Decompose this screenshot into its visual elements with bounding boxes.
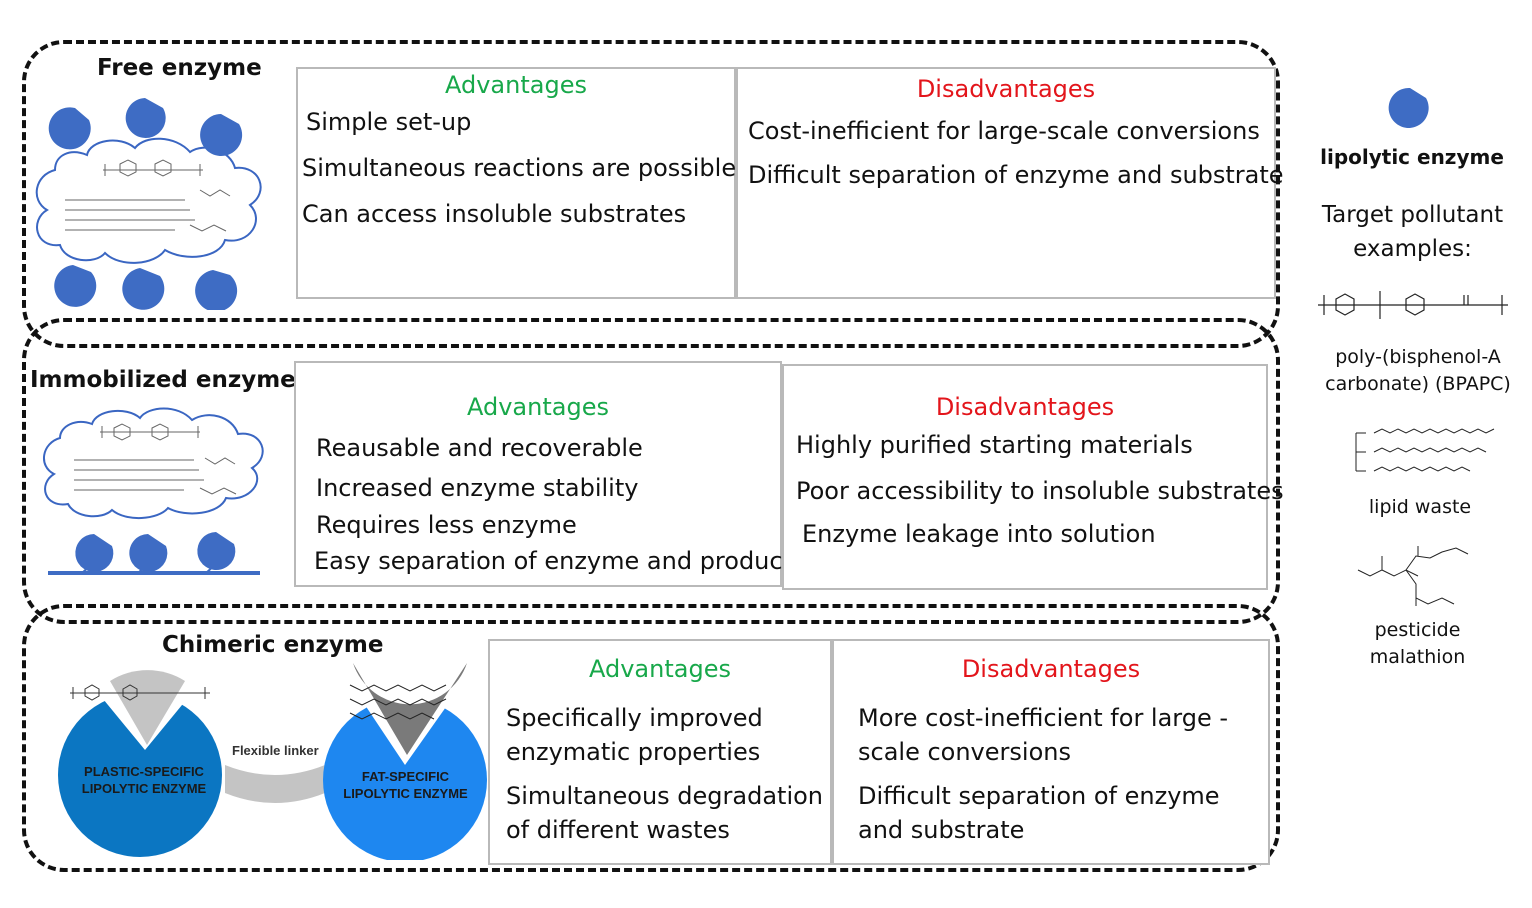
enzyme-icon <box>48 107 91 150</box>
lipolytic-enzyme-label: lipolytic enzyme <box>1320 145 1504 169</box>
free-advantages-box: Advantages Simple set-up Simultaneous re… <box>296 67 736 299</box>
fat-enzyme-label: FAT-SPECIFIC LIPOLYTIC ENZYME <box>343 769 468 801</box>
free-disadvantages-box: Disadvantages Cost-inefficient for large… <box>736 67 1284 299</box>
immobilized-enzyme-title: Immobilized enzyme <box>30 367 296 393</box>
enzyme-icon <box>125 98 166 138</box>
immobilized-advantages-box: Advantages Reausable and recoverable Inc… <box>294 361 792 587</box>
immobilized-advantage-item: Reausable and recoverable <box>316 434 643 462</box>
enzyme-icon <box>200 114 243 156</box>
free-enzyme-panel <box>22 40 1280 348</box>
plastic-enzyme-label: PLASTIC-SPECIFIC LIPOLYTIC ENZYME <box>81 764 207 796</box>
free-advantages-title: Advantages <box>445 71 587 99</box>
bpapc-structure <box>1318 291 1508 319</box>
free-disadvantages-title: Disadvantages <box>916 75 1096 103</box>
free-disadvantage-item: Cost-inefficient for large-scale convers… <box>748 117 1260 145</box>
pollutant-label: poly-(bisphenol-A carbonate) (BPAPC) <box>1325 346 1511 395</box>
pollutant-label: lipid waste <box>1368 496 1472 518</box>
target-pollutants-title: Target pollutant examples: <box>1321 202 1504 262</box>
free-disadvantage-item: Difficult separation of enzyme and subst… <box>748 161 1284 189</box>
chimeric-advantages-title: Advantages <box>589 655 731 683</box>
enzyme-icon <box>54 265 97 307</box>
chimeric-disadvantages-box: Disadvantages More cost-inefficient for … <box>832 639 1270 865</box>
immobilized-advantages-title: Advantages <box>467 393 609 421</box>
chimeric-advantage-item: Simultaneous degradation of different wa… <box>506 782 824 844</box>
free-advantage-item: Simple set-up <box>306 108 472 136</box>
chimeric-enzyme-illustration <box>58 663 487 860</box>
linker-label: Flexible linker <box>232 743 319 758</box>
lipid-waste-structure <box>1355 428 1495 472</box>
chimeric-enzyme-title: Chimeric enzyme <box>162 632 384 658</box>
lipolytic-enzyme-icon <box>1388 87 1429 128</box>
immobilized-disadvantages-box: Disadvantages Highly purified starting m… <box>782 364 1284 590</box>
flexible-linker <box>225 765 325 803</box>
immobilized-enzyme-illustration <box>43 407 264 575</box>
free-advantage-item: Simultaneous reactions are possible <box>302 154 737 182</box>
immobilized-disadvantages-title: Disadvantages <box>935 393 1115 421</box>
chimeric-disadvantages-title: Disadvantages <box>961 655 1141 683</box>
chimeric-disadvantage-item: Difficult separation of enzyme and subst… <box>858 782 1220 844</box>
enzyme-icon <box>122 268 165 310</box>
immobilized-disadvantage-item: Highly purified starting materials <box>796 431 1193 459</box>
enzyme-icon <box>129 534 168 572</box>
chimeric-disadvantage-item: More cost-inefficient for large -scale c… <box>858 704 1229 766</box>
pollutant-label: pesticide malathion <box>1369 619 1466 668</box>
immobilized-advantage-item: Requires less enzyme <box>316 511 577 539</box>
immobilized-advantage-item: Easy separation of enzyme and product <box>314 547 792 575</box>
chimeric-enzyme-panel <box>22 604 1280 872</box>
enzyme-icon <box>197 532 236 570</box>
immobilized-advantage-item: Increased enzyme stability <box>316 474 639 502</box>
chimeric-advantages-box: Advantages Specifically improved enzymat… <box>488 639 832 865</box>
chimeric-advantage-item: Specifically improved enzymatic properti… <box>506 704 763 766</box>
enzyme-icon <box>75 534 114 572</box>
immobilized-enzyme-panel <box>22 318 1280 624</box>
malathion-structure <box>1357 546 1469 606</box>
enzyme-icon <box>195 270 238 310</box>
immobilized-disadvantage-item: Poor accessibility to insoluble substrat… <box>796 477 1284 505</box>
free-enzyme-title: Free enzyme <box>97 55 262 81</box>
free-advantage-item: Can access insoluble substrates <box>302 200 687 228</box>
plastic-enzyme-body <box>58 693 222 857</box>
immobilized-disadvantage-item: Enzyme leakage into solution <box>802 520 1156 548</box>
fat-enzyme-body <box>323 698 487 860</box>
free-enzyme-illustration <box>35 98 262 310</box>
